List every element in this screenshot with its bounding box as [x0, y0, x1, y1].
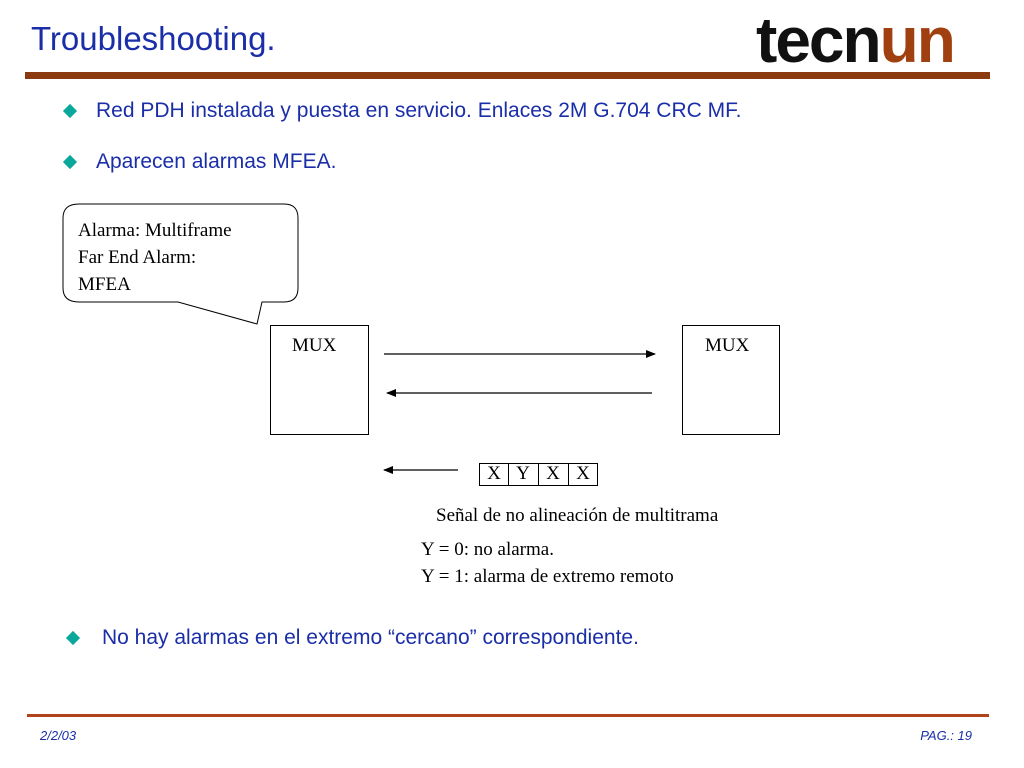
mux-left-box — [270, 325, 369, 435]
bit-cell: X — [487, 463, 501, 484]
mux-right-box — [682, 325, 780, 435]
header-divider — [25, 72, 990, 79]
footer-page-number: PAG.: 19 — [920, 728, 972, 743]
callout-line: Far End Alarm: — [78, 247, 197, 268]
tecnun-logo: tecnun — [756, 4, 956, 76]
mux-left-label: MUX — [292, 335, 337, 356]
callout-line: Alarma: Multiframe — [78, 220, 232, 241]
footer-divider — [27, 714, 989, 717]
callout-bubble — [62, 203, 299, 325]
footer-date: 2/2/03 — [40, 728, 77, 743]
page-title: Troubleshooting. — [31, 20, 276, 57]
bit-cell: X — [576, 463, 590, 484]
bit-cell: Y — [516, 463, 530, 484]
callout-line: MFEA — [78, 274, 131, 295]
mux-right-label: MUX — [705, 335, 750, 356]
signal-caption: Señal de no alineación de multitrama — [436, 505, 719, 526]
bullet-text: Red PDH instalada y puesta en servicio. … — [96, 99, 742, 122]
bullet-text: No hay alarmas en el extremo “cercano” c… — [102, 626, 639, 649]
bit-cell: X — [546, 463, 560, 484]
y0-legend: Y = 0: no alarma. — [421, 539, 554, 560]
y1-legend: Y = 1: alarma de extremo remoto — [421, 566, 674, 587]
bullet-text: Aparecen alarmas MFEA. — [96, 150, 337, 173]
callout-text: Alarma: Multiframe Far End Alarm: MFEA — [78, 217, 232, 298]
